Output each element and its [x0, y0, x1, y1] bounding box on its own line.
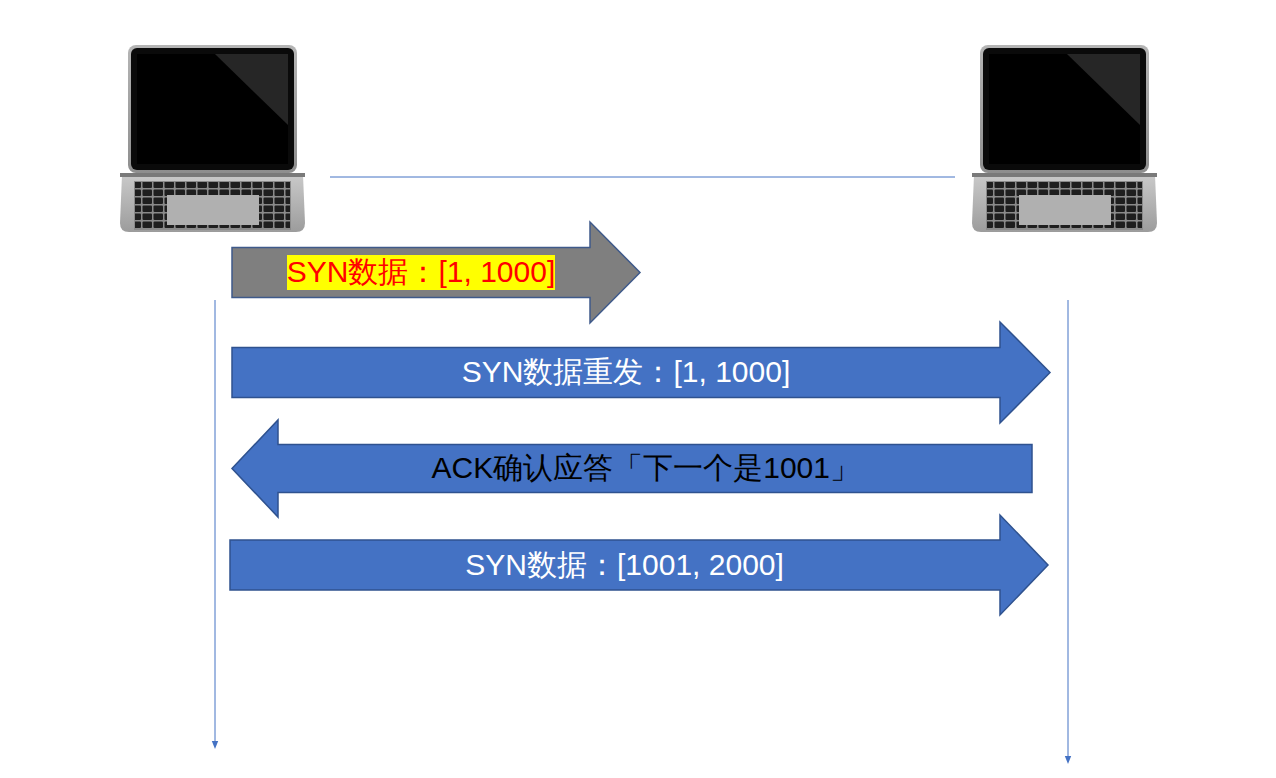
block-arrow: SYN数据：[1001, 2000] — [230, 515, 1048, 615]
arrow-label: SYN数据：[1, 1000] — [287, 255, 555, 290]
laptop-left — [120, 45, 305, 232]
trackpad — [1019, 195, 1111, 225]
arrow-outline — [232, 322, 1050, 423]
arrow-outline — [230, 515, 1048, 615]
arrow-body: SYN数据重发：[1, 1000] — [232, 348, 1020, 398]
timeline — [1068, 300, 1069, 760]
link-line — [330, 177, 955, 178]
arrow-label: SYN数据：[1001, 2000] — [465, 548, 784, 583]
arrow-body: ACK确认应答「下一个是1001」 — [260, 445, 1032, 493]
arrow-outline — [232, 222, 640, 323]
trackpad — [167, 195, 259, 225]
block-arrow: ACK确认应答「下一个是1001」 — [232, 420, 1032, 517]
block-arrow: SYN数据：[1, 1000] — [232, 222, 640, 323]
arrow-body: SYN数据：[1, 1000] — [232, 248, 610, 298]
arrow-label: SYN数据重发：[1, 1000] — [462, 355, 790, 390]
arrow-label: ACK确认应答「下一个是1001」 — [432, 451, 860, 486]
laptop-right — [972, 45, 1157, 232]
timeline — [215, 300, 216, 745]
arrow-body: SYN数据：[1001, 2000] — [230, 540, 1019, 590]
block-arrow: SYN数据重发：[1, 1000] — [232, 322, 1050, 423]
arrow-outline — [232, 420, 1032, 517]
